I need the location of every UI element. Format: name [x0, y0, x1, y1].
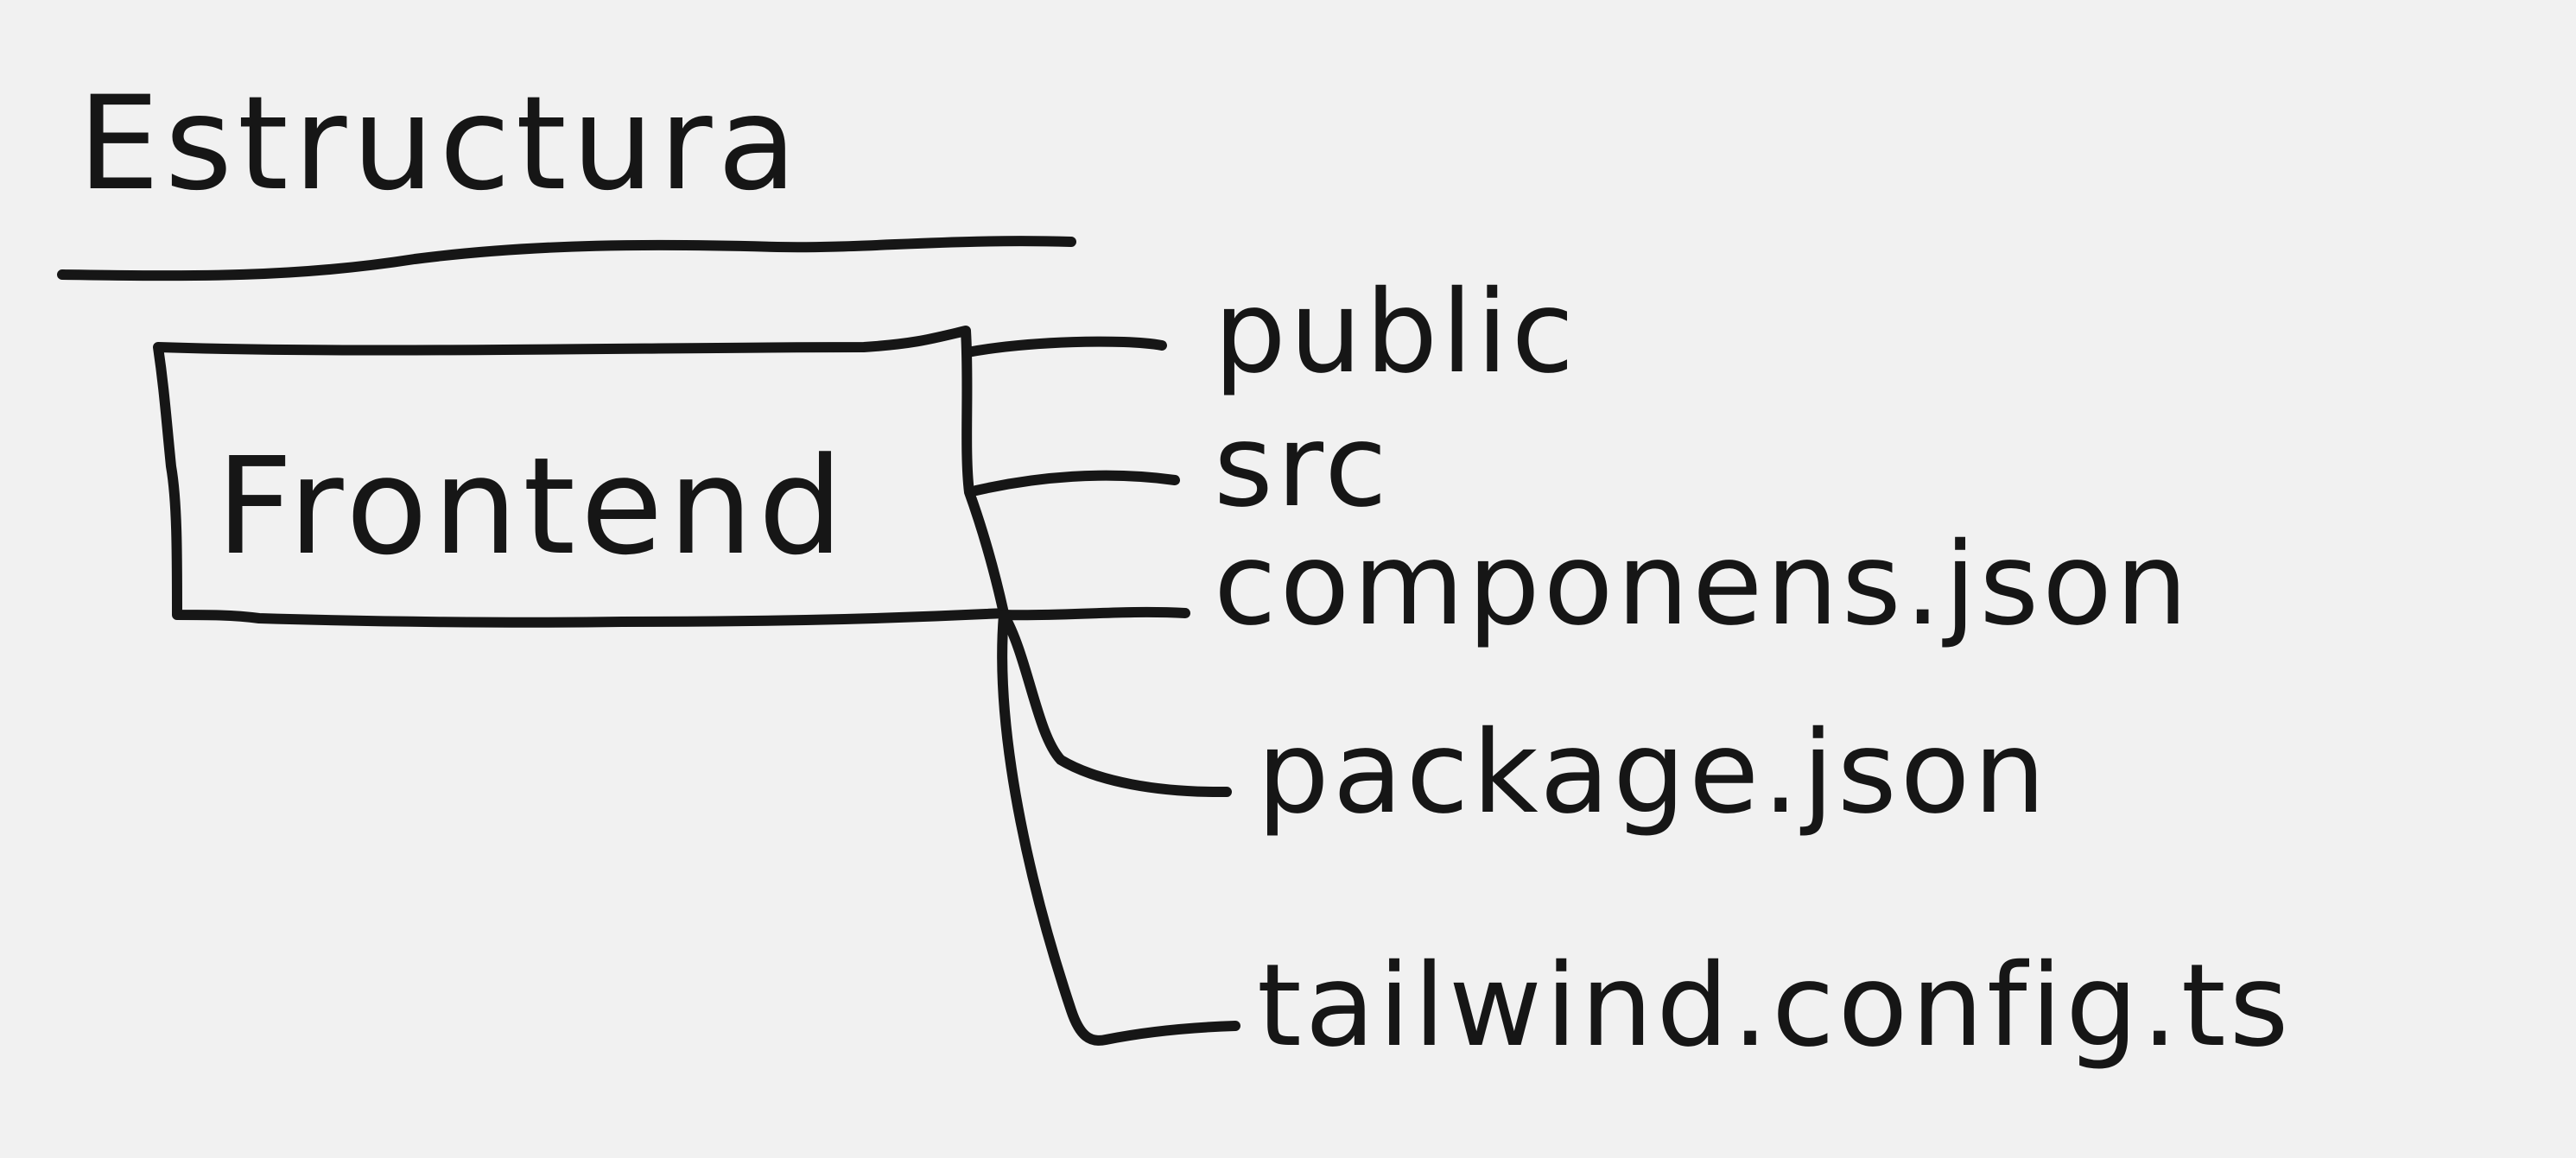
connector-componens: [999, 606, 1190, 621]
connector-package: [999, 610, 1232, 798]
child-label-tailwind: tailwind.config.ts: [1257, 940, 2292, 1073]
connector-public: [962, 336, 1167, 358]
child-label-src: src: [1214, 400, 1391, 533]
title-underline: [57, 236, 1076, 282]
diagram-title: Estructura: [78, 69, 802, 219]
child-label-componens: componens.json: [1214, 518, 2192, 651]
root-box: [153, 326, 1009, 628]
child-label-package: package.json: [1257, 706, 2049, 839]
connector-tailwind: [997, 610, 1240, 1046]
root-label: Frontend: [216, 428, 848, 585]
connector-src: [971, 470, 1180, 496]
child-label-public: public: [1214, 266, 1577, 399]
